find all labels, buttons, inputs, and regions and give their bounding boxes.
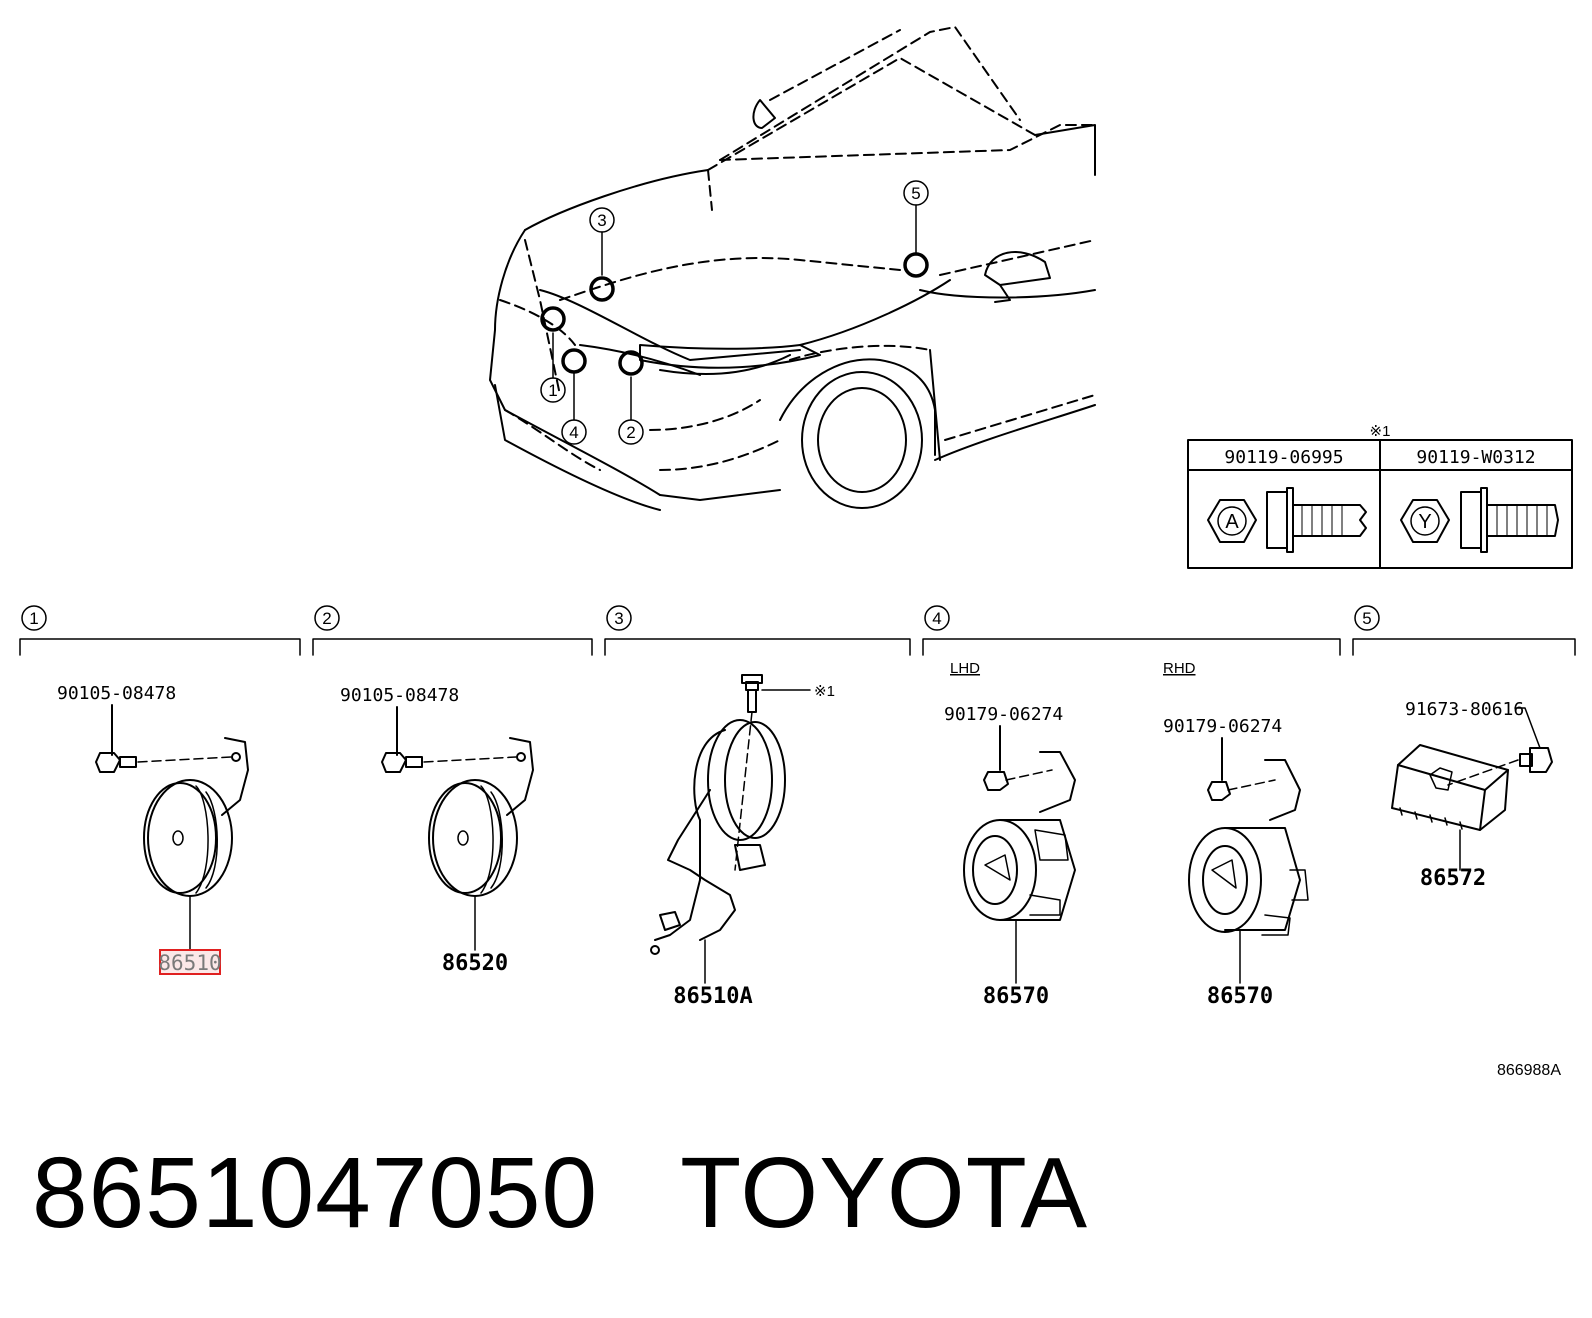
section-5-number: 5 [1362, 609, 1371, 628]
rhd-label: RHD [1163, 660, 1196, 677]
section-2-number: 2 [322, 609, 331, 628]
sound-generator-lhd-illustration [963, 725, 1076, 984]
footer-brand: TOYOTA [680, 1137, 1089, 1249]
horn-86520-illustration [381, 706, 534, 951]
callout-2-number: 2 [626, 423, 635, 442]
footer-part-number: 8651047050 [32, 1137, 599, 1249]
part-86510a-label[interactable]: 86510A [673, 984, 752, 1009]
part-86510-label[interactable]: 86510 [158, 951, 221, 975]
callout-5-number: 5 [911, 184, 920, 203]
footer-caption: 8651047050 TOYOTA [32, 1138, 1088, 1248]
part-86520-label[interactable]: 86520 [442, 951, 508, 976]
section-5-bolt-label: 91673-80616 [1405, 699, 1524, 720]
horn-86510-illustration [95, 704, 249, 951]
part-86570-rhd-label[interactable]: 86570 [1207, 984, 1273, 1009]
bolt-table-col1-part: 90119-06995 [1224, 447, 1343, 468]
rhd-bolt-label: 90179-06274 [1163, 716, 1282, 737]
car-illustration [489, 26, 1096, 511]
bolt-table-col2-part: 90119-W0312 [1416, 447, 1535, 468]
lhd-bolt-label: 90179-06274 [944, 704, 1063, 725]
callout-3-number: 3 [597, 211, 606, 230]
section-4-number: 4 [932, 609, 941, 628]
bolt-table-note-mark: ※1 [1370, 423, 1391, 440]
section-2-bolt-label: 90105-08478 [340, 685, 459, 706]
section-3-bolt-note: ※1 [814, 683, 835, 700]
section-3-number: 3 [614, 609, 623, 628]
ecu-86572-illustration [1391, 707, 1553, 871]
part-86510-highlight [159, 949, 221, 975]
callout-4-number: 4 [569, 423, 578, 442]
sound-generator-rhd-illustration [1188, 737, 1309, 984]
parts-diagram: 3 1 4 2 5 ※1 90119-06995 90119-W0312 A Y… [19, 26, 1576, 1079]
bolt-a-letter: A [1225, 511, 1239, 533]
part-86572-label[interactable]: 86572 [1420, 866, 1486, 891]
bolt-y-letter: Y [1418, 511, 1431, 533]
section-1-number: 1 [29, 609, 38, 628]
section-brackets [19, 605, 1576, 656]
bolt-table [1187, 439, 1573, 569]
section-1-bolt-label: 90105-08478 [57, 683, 176, 704]
part-86570-lhd-label[interactable]: 86570 [983, 984, 1049, 1009]
lhd-label: LHD [950, 660, 980, 677]
callout-1-number: 1 [548, 381, 557, 400]
horn-86510a-illustration [650, 674, 811, 984]
diagram-code: 866988A [1497, 1062, 1561, 1079]
